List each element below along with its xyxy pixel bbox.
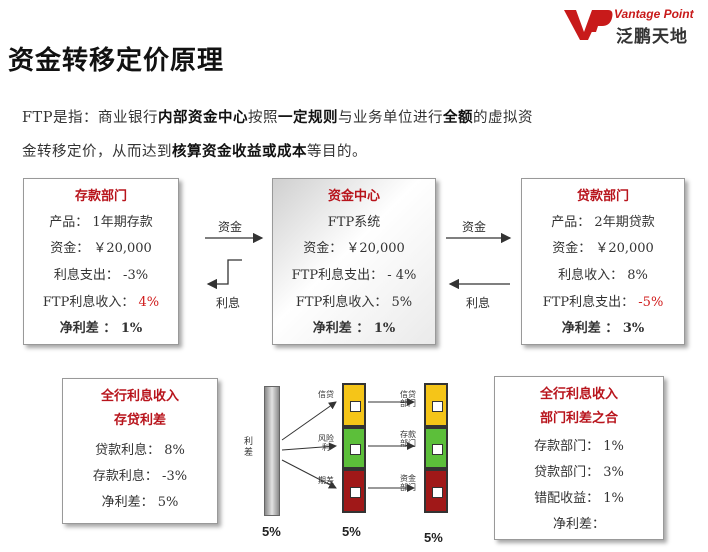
intro-segment: 全额: [443, 109, 473, 126]
segment-label-risk: 风险利: [318, 434, 334, 452]
net-margin-row: 净利差： 5%: [101, 495, 179, 510]
box-title: 贷款部门: [576, 189, 629, 204]
intro-segment: 内部资金中心: [158, 109, 248, 126]
net-margin-row: 净利差 ： 1%: [312, 321, 396, 336]
segment-label-credit-dept: 信贷部门: [400, 390, 416, 408]
ftp-income-row: FTP利息收入： 5%: [295, 295, 413, 310]
ftp-expense-label: FTP利息支出：: [542, 295, 635, 310]
funds-row: 资金： ￥20,000: [303, 241, 405, 256]
ftp-income-row: FTP利息收入： 4%: [24, 291, 178, 310]
margin-bar-label: 利差: [242, 436, 252, 458]
bank-margin-box: 全行利息收入 存贷利差 贷款利息： 8% 存款利息： -3% 净利差： 5%: [62, 378, 218, 524]
flow-label-funds-left: 资金: [462, 220, 487, 234]
intro-segment: 的虚拟资: [473, 110, 533, 126]
segment-label-funds-dept: 资金部门: [400, 474, 416, 492]
page-title: 资金转移定价原理: [8, 46, 225, 76]
ftp-income-value: 4%: [138, 295, 160, 310]
system-row: FTP系统: [327, 215, 381, 230]
segment-label-deposit-dept: 存款部门: [400, 430, 416, 448]
flow-label-interest-left: 利息: [216, 296, 241, 310]
flow-label-interest-right: 利息: [466, 296, 491, 310]
flow-label-funds-right: 资金: [218, 220, 243, 234]
arrow-interest-to-deposit: [206, 259, 242, 290]
treasury-row: 错配收益： 1%: [534, 491, 624, 506]
intro-segment: 金转移定价，从而达到: [22, 144, 172, 160]
segment-deposit-dept: [424, 427, 448, 469]
net-margin-row: 净利差 ： 3%: [561, 321, 645, 336]
net-margin-row: 净利差：: [552, 517, 605, 532]
intro-segment: 与业务单位进行: [338, 110, 443, 126]
pct-mid: 5%: [342, 524, 361, 539]
loan-dept-box: 贷款部门 产品： 2年期贷款 资金： ￥20,000 利息收入： 8% FTP利…: [521, 178, 685, 345]
company-logo: Vantage Point 泛鹏天地: [562, 4, 706, 47]
intro-segment: 一定规则: [278, 109, 338, 126]
dept-sum-box: 全行利息收入 部门利差之合 存款部门： 1% 贷款部门： 3% 错配收益： 1%…: [494, 376, 664, 540]
box-title: 存款部门: [74, 189, 127, 204]
segment-credit: [342, 383, 366, 427]
product-row: 产品： 1年期存款: [49, 215, 153, 230]
intro-segment: 按照: [248, 110, 278, 126]
box-title: 全行利息收入: [539, 387, 618, 402]
intro-segment: 等目的。: [307, 144, 367, 160]
intro-segment: FTP是指：商业银行: [22, 110, 158, 126]
segment-funds-dept: [424, 469, 448, 513]
brand-english: Vantage Point: [614, 7, 694, 21]
pct-left: 5%: [262, 524, 281, 539]
segment-credit-dept: [424, 383, 448, 427]
funds-center-box: 资金中心 FTP系统 资金： ￥20,000 FTP利息支出： - 4% FTP…: [272, 178, 436, 345]
box-title: 资金中心: [327, 189, 380, 204]
interest-income-row: 利息收入： 8%: [558, 268, 648, 283]
intro-line-1: FTP是指：商业银行内部资金中心按照一定规则与业务单位进行全额的虚拟资: [22, 106, 533, 127]
brand-chinese: 泛鹏天地: [616, 27, 688, 47]
ftp-expense-row: FTP利息支出： - 4%: [291, 268, 417, 283]
deposit-rate-row: 存款利息： -3%: [92, 469, 188, 484]
deposit-dept-row: 存款部门： 1%: [534, 439, 624, 454]
net-margin-row: 净利差 ： 1%: [59, 321, 143, 336]
deposit-dept-box: 存款部门 产品： 1年期存款 资金： ￥20,000 利息支出： -3% FTP…: [23, 178, 179, 345]
margin-bar: [264, 386, 280, 516]
ftp-expense-row: FTP利息支出： -5%: [522, 291, 684, 310]
interest-expense-row: 利息支出： -3%: [53, 268, 149, 283]
segment-risk: [342, 427, 366, 469]
vp-logo-icon: [564, 10, 613, 40]
loan-dept-row: 贷款部门： 3%: [534, 465, 624, 480]
box-subtitle: 存贷利差: [113, 413, 166, 428]
box-title: 全行利息收入: [100, 389, 179, 404]
pct-right: 5%: [424, 530, 443, 545]
funds-row: 资金： ￥20,000: [50, 241, 152, 256]
ftp-income-label: FTP利息收入：: [42, 295, 135, 310]
loan-rate-row: 贷款利息： 8%: [95, 443, 185, 458]
product-row: 产品： 2年期贷款: [551, 215, 655, 230]
box-subtitle: 部门利差之合: [539, 411, 618, 426]
segment-term: [342, 469, 366, 513]
ftp-expense-value: -5%: [638, 295, 664, 310]
segment-label-term: 期差: [318, 476, 334, 485]
intro-line-2: 金转移定价，从而达到核算资金收益或成本等目的。: [22, 140, 367, 161]
intro-segment: 核算资金收益或成本: [172, 143, 307, 160]
segment-label-credit: 信贷: [318, 390, 334, 399]
funds-row: 资金： ￥20,000: [552, 241, 654, 256]
